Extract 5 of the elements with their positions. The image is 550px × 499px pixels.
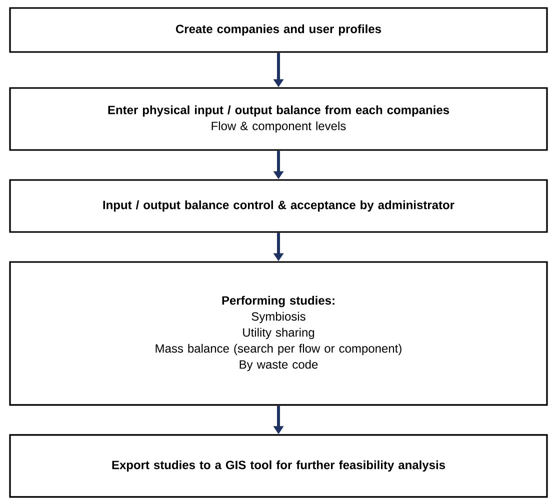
process-box: Create companies and user profiles (9, 7, 548, 53)
process-box: Input / output balance control & acceptance by administrator (9, 179, 548, 233)
process-box: Enter physical input / output balance from each companies Flow & component levels (9, 87, 548, 151)
process-box: Performing studies: Symbiosis Utility sharing Mass balance (search per flow or component) By waste code (9, 261, 548, 406)
process-box: Export studies to a GIS tool for further feasibility analysis (9, 434, 548, 498)
